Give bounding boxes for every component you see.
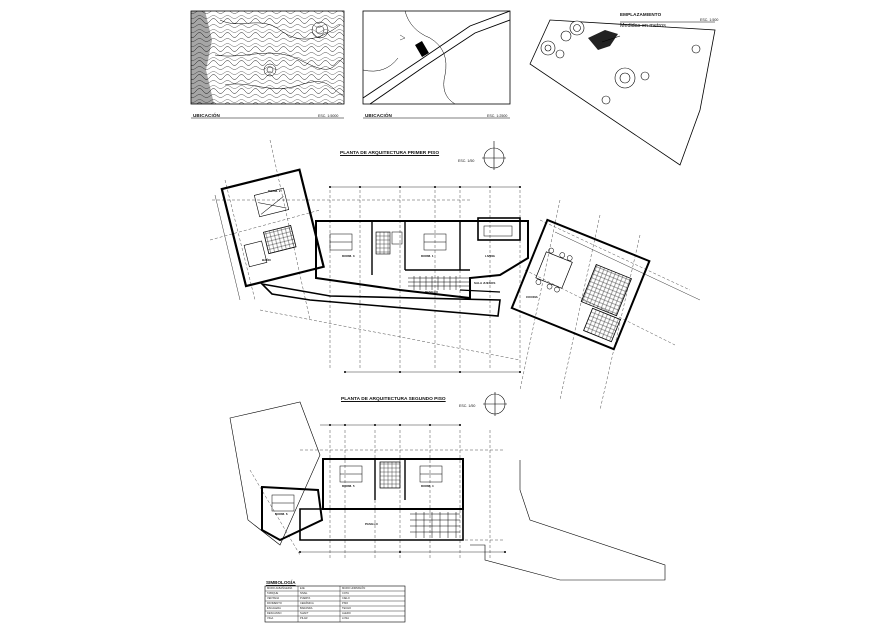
legend-cell: NIVEL [300, 592, 308, 595]
second-floor-plan [229, 401, 666, 581]
location-map-caption: UBICACIÓN [193, 113, 220, 118]
room-label: BAÑO [262, 258, 271, 262]
legend-cell: VENTANA [267, 597, 280, 600]
legend-cell: PILAR [300, 617, 308, 620]
site-plan-panel [529, 19, 716, 166]
legend-cell: PAVIMENTO [267, 602, 282, 605]
location-detail-caption: UBICACIÓN [365, 113, 392, 118]
legend-cell: ALERO [342, 612, 351, 615]
legend-title: SIMBOLOGÍA [266, 580, 296, 585]
legend-cell: PUERTA [300, 597, 311, 600]
north-arrow-second-icon [483, 392, 507, 416]
second-floor-scale: ESC. 1/50 [459, 404, 476, 408]
legend-cell: MURO ALBAÑILERÍA [267, 587, 293, 590]
location-detail-scale: ESC. 1:2500 [487, 114, 508, 118]
legend-cell: VIGA [267, 617, 274, 620]
site-plan-caption: EMPLAZAMIENTO [620, 12, 662, 17]
room-label: PASILLO [365, 522, 378, 526]
room-label: DORM. 6 [275, 512, 288, 516]
room-label: DORM. 1 [421, 254, 434, 258]
room-label: DORM. 4 [421, 484, 434, 488]
room-label: SALA JUEGOS [474, 281, 496, 285]
legend-cell: PISO [342, 602, 349, 605]
legend-cell: ESCALERA [267, 607, 281, 610]
legend-cell: BARANDA [300, 607, 313, 610]
location-map-panel [190, 10, 345, 119]
site-plan-scale: ESC. 1:500 [700, 18, 719, 22]
north-arrow-icon [482, 141, 506, 170]
location-detail-panel [362, 10, 511, 119]
room-label: PASILLO [425, 290, 438, 294]
room-label: DORM. 5 [342, 484, 355, 488]
room-label: LIVING [485, 254, 496, 258]
legend-cell: COTA [342, 592, 350, 595]
room-label: DORM. 2 [268, 189, 281, 193]
legend-cell: SHAFT [300, 612, 309, 615]
legend-table [264, 585, 406, 623]
legend-cell: DESCANSO [267, 612, 282, 615]
first-floor-title: PLANTA DE ARQUITECTURA PRIMER PISO [340, 151, 440, 156]
legend-cell: MURO HORMIGÓN [342, 587, 366, 590]
legend-cell: LOSA [342, 617, 349, 620]
legend-cell: TABIQUE [267, 592, 279, 595]
first-floor-plan [209, 139, 701, 411]
room-label: DORM. 3 [342, 254, 355, 258]
legend-cell: EJE [300, 587, 305, 590]
site-plan-note: Medidas en metros [620, 23, 666, 29]
legend-cell: CIELO [342, 597, 350, 600]
location-map-scale: ESC. 1:5000 [318, 114, 339, 118]
legend-cell: TECHO [342, 607, 352, 610]
first-floor-scale: ESC. 1/50 [458, 159, 475, 163]
room-label: COCINA [526, 295, 538, 299]
legend-cell: CERÁMICA [300, 602, 314, 605]
second-floor-title: PLANTA DE ARQUITECTURA SEGUNDO PISO [341, 397, 446, 402]
